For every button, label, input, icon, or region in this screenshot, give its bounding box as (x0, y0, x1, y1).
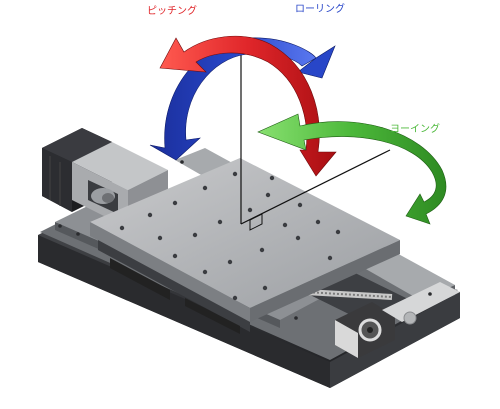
end-plate (382, 282, 460, 325)
mounting-holes (119, 171, 341, 301)
pitch-arrow (159, 35, 337, 177)
table-top (90, 158, 400, 322)
yaw-arrow (257, 113, 447, 225)
rail-bolts (58, 160, 432, 320)
pitch-label: ピッチング (147, 6, 197, 17)
axis-lines (240, 42, 391, 231)
roll-label: ローリング (295, 4, 345, 15)
carriage (98, 240, 250, 334)
yaw-label: ヨーイング (390, 124, 440, 135)
end-block (335, 302, 395, 358)
